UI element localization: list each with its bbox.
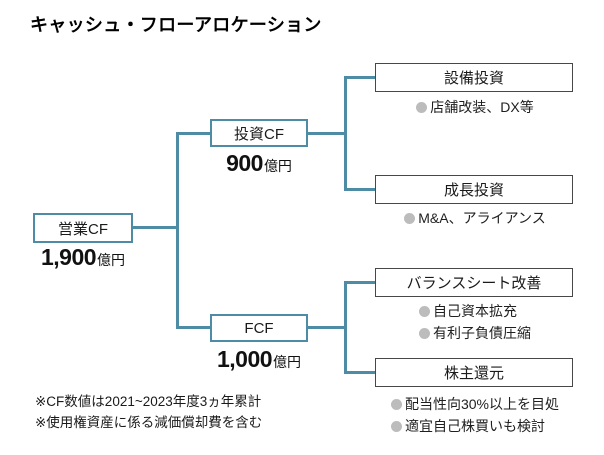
node-label: 設備投資 [443,70,504,87]
footnotes: ※CF数値は2021~2023年度3ヵ年累計 ※使用権資産に係る減価償却費を含む [35,391,262,433]
bullet-text: 配当性向30%以上を目処 [404,396,560,412]
connector-to-fcf [176,326,210,329]
node-balance-sheet: バランスシート改善 [375,268,573,297]
amount-unit: 億円 [97,252,126,268]
connector-fcf-stub [308,326,347,329]
amount-value: 900 [226,150,263,176]
shareholder-bullets: 配当性向30%以上を目処 適宜自己株買いも検討 [375,393,575,437]
connector-to-balancesheet [344,281,375,284]
node-capex: 設備投資 [375,63,573,92]
bullet-item: 配当性向30%以上を目処 [390,393,560,415]
bullet-icon [419,306,430,317]
bullet-text: 有利子負債圧縮 [433,325,531,341]
bullet-text: 店舗改装、DX等 [430,99,534,115]
node-operating-cf: 営業CF [33,213,133,243]
capex-bullets: 店舗改装、DX等 [375,96,575,118]
bullet-item: 店舗改装、DX等 [416,96,534,118]
footnote-line: ※CF数値は2021~2023年度3ヵ年累計 [35,394,262,409]
operating-cf-amount: 1,900億円 [18,244,148,271]
amount-unit: 億円 [273,354,302,370]
bullet-icon [390,399,402,410]
bullet-icon [416,102,428,113]
node-label: 株主還元 [443,365,504,382]
connector-invest-vertical [344,76,347,191]
bullet-text: 適宜自己株買いも検討 [404,418,545,434]
node-growth-investment: 成長投資 [375,175,573,204]
amount-value: 1,900 [40,244,97,270]
node-fcf: FCF [210,314,308,342]
bullet-text: 自己資本拡充 [433,303,517,319]
bullet-item: 適宜自己株買いも検討 [390,415,559,437]
page-title: キャッシュ・フローアロケーション [30,15,322,35]
amount-value: 1,000 [216,346,273,372]
node-label: 成長投資 [443,182,504,199]
bullet-icon [404,213,416,224]
connector-to-growth [344,188,375,191]
connector-invest-stub [308,132,347,135]
node-label: 営業CF [58,220,108,238]
connector-to-shareholder [344,371,375,374]
node-shareholder-returns: 株主還元 [375,358,573,387]
connector-to-invest [176,132,210,135]
fcf-amount: 1,000億円 [195,346,323,373]
bullet-icon [390,421,402,432]
bullet-item: 自己資本拡充 [419,300,531,322]
node-label: 投資CF [234,125,284,143]
connector-root-vertical [176,132,179,329]
node-investment-cf: 投資CF [210,119,308,147]
bullet-item: M&A、アライアンス [404,207,546,229]
footnote-line: ※使用権資産に係る減価償却費を含む [35,415,263,430]
balance-sheet-bullets: 自己資本拡充 有利子負債圧縮 [375,300,575,344]
bullet-item: 有利子負債圧縮 [419,322,531,344]
node-label: バランスシート改善 [406,275,542,292]
amount-unit: 億円 [263,158,292,174]
node-label: FCF [244,319,274,337]
connector-fcf-vertical [344,281,347,374]
growth-bullets: M&A、アライアンス [375,207,575,229]
bullet-icon [419,328,430,339]
investment-cf-amount: 900億円 [195,150,323,177]
bullet-text: M&A、アライアンス [418,210,546,226]
connector-to-capex [344,76,375,79]
connector-root-stub [133,226,179,229]
